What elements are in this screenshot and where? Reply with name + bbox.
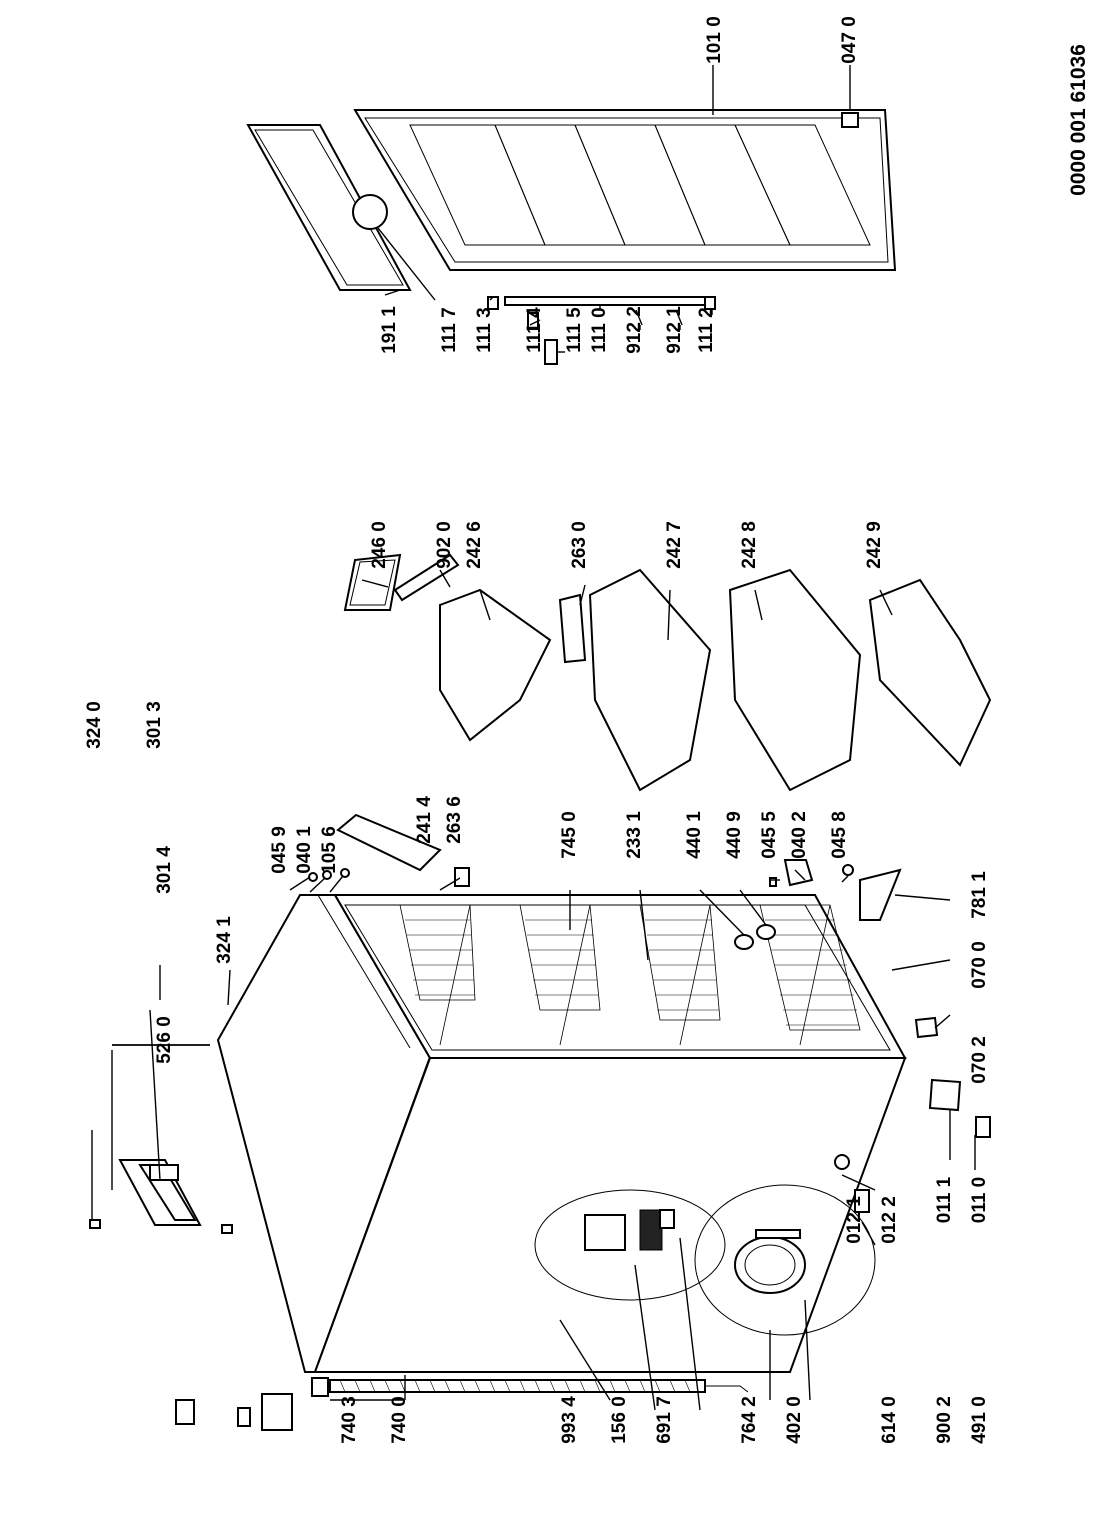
label-111-0: 111 0 xyxy=(589,307,610,352)
label-040-1: 040 1 xyxy=(294,826,315,874)
label-242-9: 242 9 xyxy=(864,521,885,569)
leader-lines xyxy=(91,65,976,1411)
label-101-0: 101 0 xyxy=(704,16,725,64)
wire-shelves xyxy=(399,904,861,1046)
label-263-6: 263 6 xyxy=(444,796,465,844)
label-070-0: 070 0 xyxy=(969,941,990,989)
label-191-1: 191 1 xyxy=(379,306,400,354)
label-440-9: 440 9 xyxy=(724,811,745,859)
label-111-4: 111 4 xyxy=(524,307,545,353)
cabinet-body xyxy=(216,894,907,1373)
label-011-0: 011 0 xyxy=(969,1177,990,1224)
label-156-0: 156 0 xyxy=(609,1396,630,1444)
label-301-3: 301 3 xyxy=(144,701,165,749)
compressor-area xyxy=(694,1154,876,1336)
label-070-2: 070 2 xyxy=(969,1036,990,1084)
door-assembly xyxy=(246,109,897,365)
label-491-0: 491 0 xyxy=(969,1396,990,1444)
part-740-3 xyxy=(311,1377,329,1397)
label-993-4: 993 4 xyxy=(559,1396,580,1444)
label-242-8: 242 8 xyxy=(739,521,760,569)
label-324-1: 324 1 xyxy=(214,916,235,964)
label-740-0: 740 0 xyxy=(389,1396,410,1444)
label-241-4: 241 4 xyxy=(414,796,435,844)
hinge-cover-assembly xyxy=(89,1159,233,1234)
label-011-1: 011 1 xyxy=(934,1176,955,1223)
label-012-1: 012 1 xyxy=(844,1196,865,1244)
label-111-5: 111 5 xyxy=(564,307,585,353)
label-902-0: 902 0 xyxy=(434,521,455,569)
label-691-7: 691 7 xyxy=(654,1396,675,1444)
label-745-0: 745 0 xyxy=(559,811,580,859)
label-301-4: 301 4 xyxy=(154,846,175,894)
label-111-3: 111 3 xyxy=(474,307,495,352)
label-781-1: 781 1 xyxy=(969,871,990,919)
label-233-1: 233 1 xyxy=(624,811,645,859)
label-047-0: 047 0 xyxy=(839,16,860,64)
control-area xyxy=(534,1189,726,1301)
label-402-0: 402 0 xyxy=(784,1396,805,1444)
label-900-2: 900 2 xyxy=(934,1396,955,1444)
label-040-2: 040 2 xyxy=(789,811,810,859)
label-440-1: 440 1 xyxy=(684,811,705,859)
document-code: 0000 001 61036 xyxy=(1067,44,1090,196)
label-111-2: 111 2 xyxy=(696,307,717,352)
label-045-5: 045 5 xyxy=(759,811,780,859)
label-912-1: 912 1 xyxy=(664,306,685,354)
label-246-0: 246 0 xyxy=(369,521,390,569)
small-parts xyxy=(175,859,991,1431)
drawers xyxy=(336,553,992,872)
label-242-7: 242 7 xyxy=(664,521,685,569)
label-764-2: 764 2 xyxy=(739,1396,760,1444)
label-263-0: 263 0 xyxy=(569,521,590,569)
label-526-0: 526 0 xyxy=(154,1016,175,1064)
part-labels: 740 3 740 0 993 4 156 0 691 7 764 2 402 … xyxy=(84,16,990,1444)
label-740-3: 740 3 xyxy=(339,1396,360,1444)
label-324-0: 324 0 xyxy=(84,701,105,749)
label-045-9: 045 9 xyxy=(269,826,290,874)
label-045-8: 045 8 xyxy=(829,811,850,859)
label-012-2: 012 2 xyxy=(879,1196,900,1244)
label-614-0: 614 0 xyxy=(879,1396,900,1444)
condenser xyxy=(311,1377,749,1397)
label-111-7: 111 7 xyxy=(439,307,460,352)
label-912-2: 912 2 xyxy=(624,306,645,354)
label-242-6: 242 6 xyxy=(464,521,485,569)
label-105-6: 105 6 xyxy=(319,826,340,874)
